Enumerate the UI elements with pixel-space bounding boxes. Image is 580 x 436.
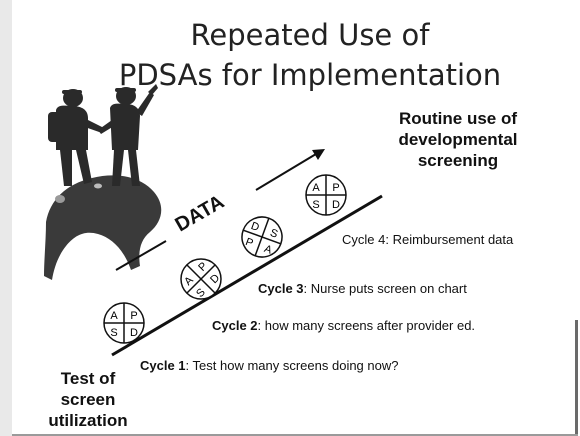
data-arrow-label: DATA [172,191,229,236]
pdsa-wheel-1: A P S D [103,302,145,344]
pdsa-wheel-4-q1: A [312,182,320,194]
cycle-1-label: Cycle 1: Test how many screens doing now… [140,358,398,373]
cycle-4-name: Cycle 4 [342,232,386,247]
start-label: Test of screen utilization [28,368,148,431]
cycle-3-label: Cycle 3: Nurse puts screen on chart [258,281,467,296]
pdsa-wheel-3-q2: S [268,227,279,241]
cycle-3-text: : Nurse puts screen on chart [303,281,467,296]
goal-label-line-1: Routine use of [398,109,518,128]
pdsa-wheel-3-q1: D [249,220,261,234]
pdsa-wheel-3-q4: A [262,243,274,257]
data-arrowhead [312,149,325,160]
start-label-line-1: Test of [60,369,116,388]
cycle-2-label: Cycle 2: how many screens after provider… [212,318,475,333]
right-climber-figure [98,84,158,186]
start-label-line-3: utilization [48,411,128,430]
slide-frame-bottom [12,434,578,436]
start-label-line-2: screen [60,390,116,409]
mountain-climbers-illustration [44,84,162,280]
ramp-line [111,194,383,357]
left-climber-figure [48,89,104,186]
pdsa-wheel-4-q2: P [332,182,339,194]
pdsa-wheel-3-q3: P [244,236,255,250]
pdsa-wheel-1-q1: A [110,310,118,322]
pdsa-wheel-4-q4: D [332,199,340,211]
goal-label: Routine use of developmental screening [368,108,548,171]
cycle-1-text: : Test how many screens doing now? [185,358,399,373]
mountain-highlight [55,195,65,203]
cycle-2-name: Cycle 2 [212,318,258,333]
pdsa-wheel-1-q4: D [130,327,138,339]
cycle-2-text: : how many screens after provider ed. [257,318,476,333]
slide-frame-left [0,0,12,436]
mountain-highlight-2 [94,183,102,189]
pdsa-wheel-3: D S P A [241,216,283,258]
pdsa-wheel-1-q2: P [130,310,137,322]
slide-title-line-2: PDSAs for Implementation [118,58,502,92]
cycle-1-name: Cycle 1 [140,358,186,373]
goal-label-line-3: screening [417,151,499,170]
slide-title-line-1: Repeated Use of [190,18,430,52]
mountain-peak [44,175,162,280]
goal-label-line-2: developmental [398,130,518,149]
pdsa-wheel-1-q3: S [110,327,117,339]
data-arrow [115,149,325,271]
cycle-4-text: : Reimbursement data [385,232,514,247]
pdsa-wheel-4: A P S D [305,174,347,216]
pdsa-wheel-4-q3: S [312,199,319,211]
slide-frame-right [575,320,578,436]
pdsa-wheel-2: A P S D [180,258,222,300]
cycle-4-label: Cycle 4: Reimbursement data [342,232,513,247]
cycle-3-name: Cycle 3 [258,281,304,296]
